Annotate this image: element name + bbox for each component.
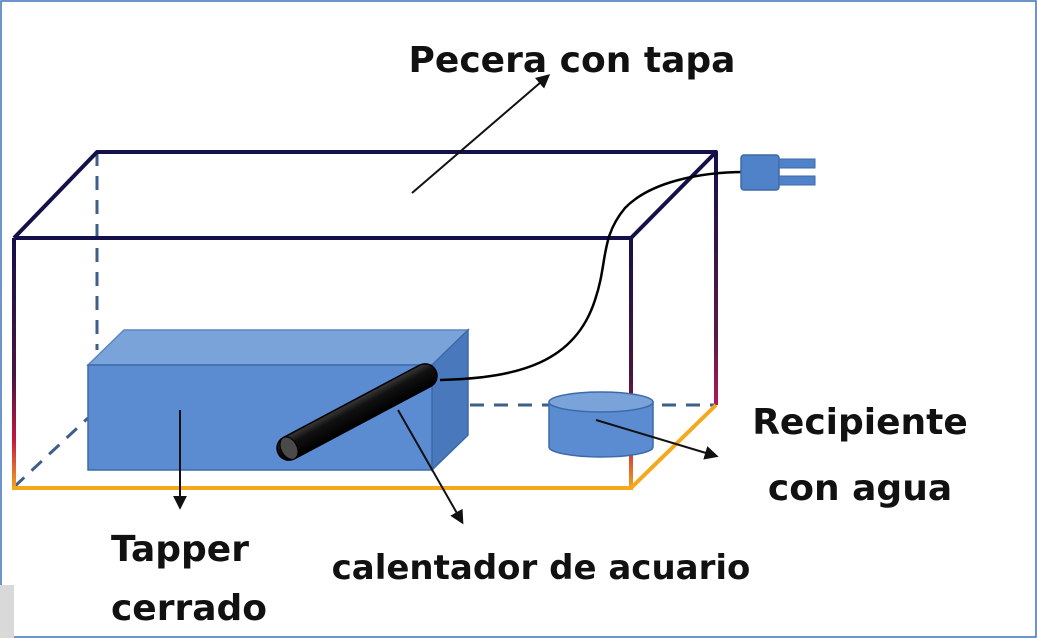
label-tapper-line2: cerrado — [111, 588, 267, 629]
label-heater: calentador de acuario — [332, 548, 751, 588]
label-tank: Pecera con tapa — [409, 40, 736, 81]
pointer-arrow-heater — [397, 409, 464, 525]
tank-top-edges — [12, 150, 718, 240]
heater-cable — [439, 170, 746, 382]
tank-edge-bottom-right — [629, 403, 718, 490]
plug-icon — [740, 154, 816, 191]
pointer-arrow-container — [595, 419, 719, 460]
water-container-body — [548, 401, 654, 458]
frame-corner-shadow — [0, 585, 14, 638]
label-container-line1: Recipiente — [752, 402, 968, 443]
heater-rod — [276, 363, 438, 461]
tapper-box-front — [87, 364, 433, 471]
tapper-box-top — [86, 329, 470, 366]
pointer-arrow-tank — [411, 74, 551, 194]
water-container-top — [548, 391, 654, 413]
label-tapper-line1: Tapper — [111, 529, 249, 570]
water-container — [548, 391, 654, 458]
tapper-box — [86, 328, 470, 472]
label-container-line2: con agua — [768, 468, 952, 509]
